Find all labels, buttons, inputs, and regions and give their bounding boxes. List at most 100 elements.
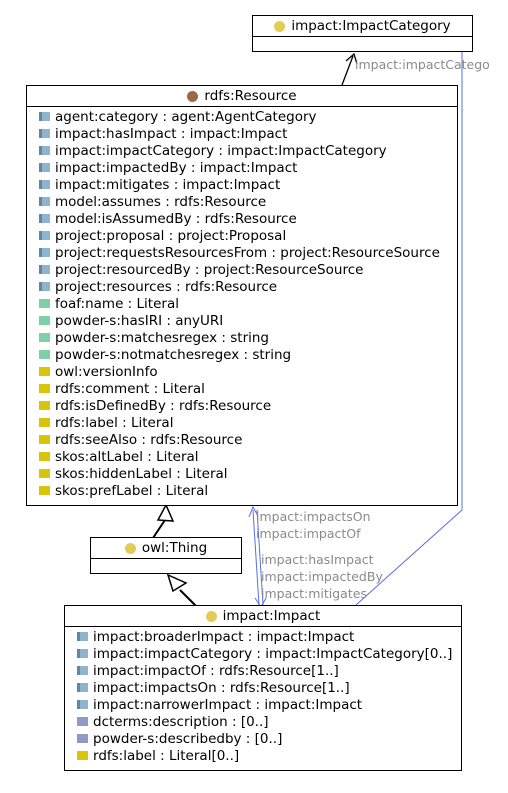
attribute-row[interactable]: skos:prefLabel : Literal bbox=[39, 482, 457, 499]
class-dot-icon bbox=[187, 90, 199, 102]
class-header: impact:ImpactCategory bbox=[253, 16, 472, 37]
edge-label-has-impact: impact:hasImpact bbox=[261, 552, 374, 567]
attribute-text: impact:narrowerImpact : impact:Impact bbox=[93, 696, 363, 713]
attribute-row[interactable]: impact:impactsOn : rdfs:Resource[1..] bbox=[77, 679, 461, 696]
attribute-row[interactable]: model:assumes : rdfs:Resource bbox=[39, 193, 457, 210]
attribute-row[interactable]: rdfs:label : Literal bbox=[39, 414, 457, 431]
attribute-row[interactable]: impact:impactCategory : impact:ImpactCat… bbox=[77, 645, 461, 662]
attribute-text: impact:impactsOn : rdfs:Resource[1..] bbox=[93, 679, 350, 696]
annotation-property-icon bbox=[39, 452, 50, 461]
attribute-row[interactable]: powder-s:notmatchesregex : string bbox=[39, 346, 457, 363]
attribute-row[interactable]: impact:impactOf : rdfs:Resource[1..] bbox=[77, 662, 461, 679]
datatype-property-icon bbox=[39, 333, 50, 342]
edge-label-impacted-by: impact:impactedBy bbox=[261, 569, 383, 584]
attribute-text: impact:impactCategory : impact:ImpactCat… bbox=[93, 645, 453, 662]
attribute-row[interactable]: owl:versionInfo bbox=[39, 363, 457, 380]
object-property-icon bbox=[77, 666, 88, 675]
datatype-property-icon bbox=[39, 299, 50, 308]
attribute-text: project:resources : rdfs:Resource bbox=[55, 278, 278, 295]
attribute-text: dcterms:description : [0..] bbox=[93, 713, 269, 730]
edge-label-mitigates: impact:mitigates bbox=[261, 586, 367, 601]
attribute-row[interactable]: impact:mitigates : impact:Impact bbox=[39, 176, 457, 193]
attribute-row[interactable]: project:resources : rdfs:Resource bbox=[39, 278, 457, 295]
attribute-row[interactable]: impact:impactedBy : impact:Impact bbox=[39, 159, 457, 176]
class-impact-category[interactable]: impact:ImpactCategory bbox=[252, 15, 473, 52]
object-property-icon bbox=[39, 248, 50, 257]
generalization-line-thing-impact bbox=[179, 589, 197, 607]
attribute-row[interactable]: dcterms:description : [0..] bbox=[77, 713, 461, 730]
attribute-text: owl:versionInfo bbox=[55, 363, 158, 380]
attribute-text: powder-s:matchesregex : string bbox=[55, 329, 269, 346]
generalization-arrowhead-impact bbox=[166, 573, 188, 593]
object-property-icon bbox=[39, 265, 50, 274]
attribute-text: impact:impactOf : rdfs:Resource[1..] bbox=[93, 662, 339, 679]
annotation-property-icon bbox=[39, 435, 50, 444]
attribute-row[interactable]: rdfs:comment : Literal bbox=[39, 380, 457, 397]
object-property-icon bbox=[39, 180, 50, 189]
attribute-text: model:isAssumedBy : rdfs:Resource bbox=[55, 210, 297, 227]
untyped-property-icon bbox=[77, 734, 88, 743]
attribute-row[interactable]: rdfs:seeAlso : rdfs:Resource bbox=[39, 431, 457, 448]
attribute-text: rdfs:isDefinedBy : rdfs:Resource bbox=[55, 397, 272, 414]
attribute-text: impact:mitigates : impact:Impact bbox=[55, 176, 281, 193]
attribute-text: rdfs:comment : Literal bbox=[55, 380, 205, 397]
attribute-text: model:assumes : rdfs:Resource bbox=[55, 193, 267, 210]
attribute-row[interactable]: skos:hiddenLabel : Literal bbox=[39, 465, 457, 482]
attribute-row[interactable]: impact:hasImpact : impact:Impact bbox=[39, 125, 457, 142]
attribute-row[interactable]: rdfs:label : Literal[0..] bbox=[77, 747, 461, 764]
class-owl-thing[interactable]: owl:Thing bbox=[90, 537, 242, 574]
class-name: owl:Thing bbox=[141, 540, 208, 556]
annotation-property-icon bbox=[39, 401, 50, 410]
attribute-text: foaf:name : Literal bbox=[55, 295, 179, 312]
object-property-icon bbox=[39, 214, 50, 223]
attribute-text: project:proposal : project:Proposal bbox=[55, 227, 287, 244]
object-property-icon bbox=[39, 112, 50, 121]
attribute-row[interactable]: powder-s:hasIRI : anyURI bbox=[39, 312, 457, 329]
attribute-row[interactable]: project:resourcedBy : project:ResourceSo… bbox=[39, 261, 457, 278]
attribute-text: powder-s:notmatchesregex : string bbox=[55, 346, 292, 363]
class-impact-impact[interactable]: impact:Impact impact:broaderImpact : imp… bbox=[64, 605, 462, 771]
attribute-row[interactable]: project:requestsResourcesFrom : project:… bbox=[39, 244, 457, 261]
attribute-text: rdfs:seeAlso : rdfs:Resource bbox=[55, 431, 243, 448]
attribute-text: powder-s:hasIRI : anyURI bbox=[55, 312, 224, 329]
untyped-property-icon bbox=[77, 717, 88, 726]
annotation-property-icon bbox=[39, 418, 50, 427]
class-header: owl:Thing bbox=[91, 538, 241, 559]
attribute-row[interactable]: skos:altLabel : Literal bbox=[39, 448, 457, 465]
attribute-text: impact:broaderImpact : impact:Impact bbox=[93, 628, 355, 645]
attribute-text: rdfs:label : Literal bbox=[55, 414, 174, 431]
attribute-row[interactable]: impact:broaderImpact : impact:Impact bbox=[77, 628, 461, 645]
attribute-row[interactable]: impact:impactCategory : impact:ImpactCat… bbox=[39, 142, 457, 159]
attribute-row[interactable]: agent:category : agent:AgentCategory bbox=[39, 108, 457, 125]
attribute-text: impact:impactedBy : impact:Impact bbox=[55, 159, 298, 176]
attribute-text: powder-s:describedby : [0..] bbox=[93, 730, 283, 747]
object-property-icon bbox=[39, 197, 50, 206]
object-property-icon bbox=[77, 649, 88, 658]
attribute-row[interactable]: powder-s:describedby : [0..] bbox=[77, 730, 461, 747]
class-rdfs-resource[interactable]: rdfs:Resource agent:category : agent:Age… bbox=[26, 85, 458, 506]
object-property-icon bbox=[39, 282, 50, 291]
datatype-property-icon bbox=[39, 350, 50, 359]
class-header: rdfs:Resource bbox=[27, 86, 457, 107]
attribute-row[interactable]: project:proposal : project:Proposal bbox=[39, 227, 457, 244]
association-arrowhead-category bbox=[345, 52, 358, 65]
class-name: impact:ImpactCategory bbox=[291, 18, 451, 34]
attribute-text: impact:hasImpact : impact:Impact bbox=[55, 125, 288, 142]
attribute-row[interactable]: powder-s:matchesregex : string bbox=[39, 329, 457, 346]
attribute-text: project:resourcedBy : project:ResourceSo… bbox=[55, 261, 364, 278]
object-property-icon bbox=[39, 231, 50, 240]
edge-label-impact-of: impact:impactOf bbox=[256, 526, 361, 541]
annotation-property-icon bbox=[39, 367, 50, 376]
edge-label-impacts-on: impact:impactsOn bbox=[256, 509, 371, 524]
attribute-text: skos:prefLabel : Literal bbox=[55, 482, 209, 499]
attribute-row[interactable]: foaf:name : Literal bbox=[39, 295, 457, 312]
generalization-line-resource-thing bbox=[152, 519, 166, 539]
object-property-icon bbox=[77, 683, 88, 692]
attribute-row[interactable]: model:isAssumedBy : rdfs:Resource bbox=[39, 210, 457, 227]
attribute-text: rdfs:label : Literal[0..] bbox=[93, 747, 240, 764]
attribute-row[interactable]: rdfs:isDefinedBy : rdfs:Resource bbox=[39, 397, 457, 414]
attribute-row[interactable]: impact:narrowerImpact : impact:Impact bbox=[77, 696, 461, 713]
annotation-property-icon bbox=[39, 486, 50, 495]
